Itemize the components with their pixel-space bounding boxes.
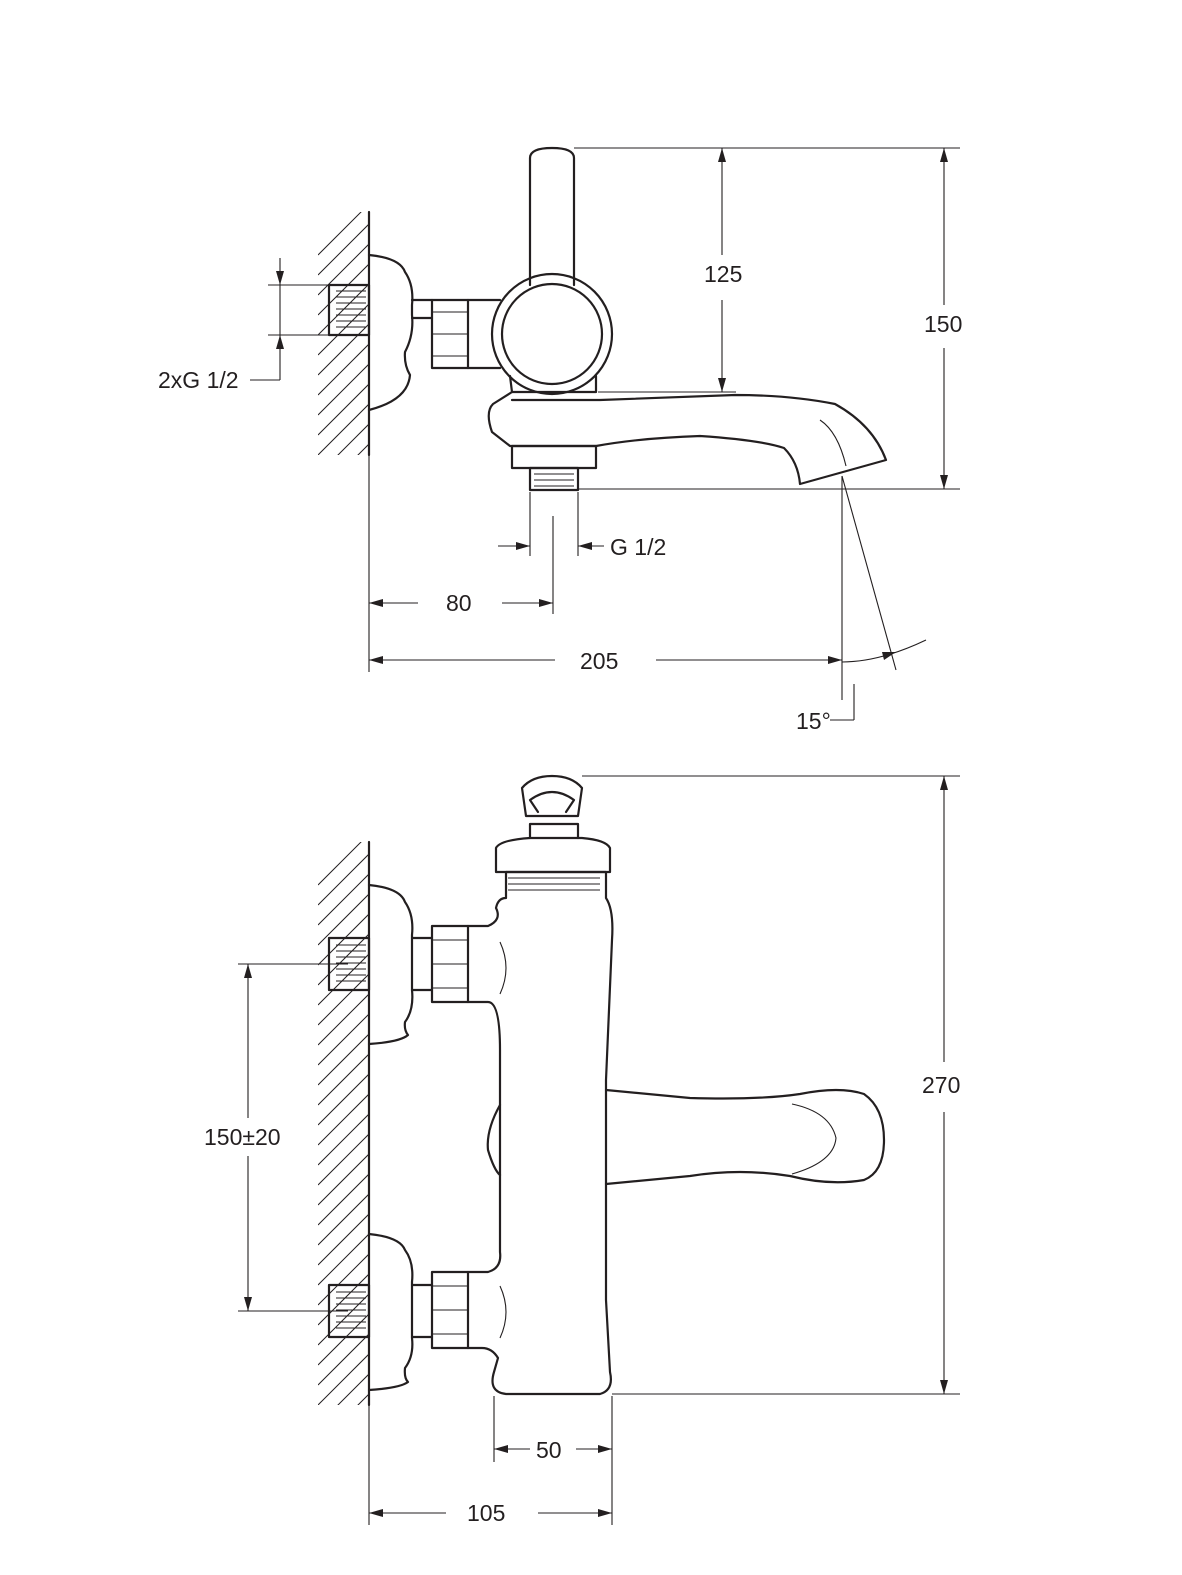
dim-spout-reach-label: 205 xyxy=(580,648,618,674)
dim-total-depth: 105 xyxy=(368,1405,612,1526)
spout xyxy=(604,1088,886,1186)
valve-cartridge xyxy=(490,272,614,396)
dim-inlet-spacing: 150±20 xyxy=(204,963,348,1312)
escutcheon xyxy=(367,253,414,412)
wall-section xyxy=(318,840,371,1407)
dim-total-height-front-label: 270 xyxy=(922,1072,960,1098)
mixer-body xyxy=(466,870,614,1396)
dim-handle-height: 125 xyxy=(574,147,960,393)
spout xyxy=(487,390,888,486)
dim-handle-height-label: 125 xyxy=(704,261,742,287)
lever-handle-top[interactable] xyxy=(520,774,584,818)
dim-spout-reach: 205 xyxy=(369,476,843,700)
dim-body-width-label: 50 xyxy=(536,1437,562,1463)
dim-outlet-offset-label: 80 xyxy=(446,590,472,616)
dim-outlet-thread-label: G 1/2 xyxy=(610,534,666,560)
dim-inlet-spacing-label: 150±20 xyxy=(204,1124,281,1150)
lower-inlet xyxy=(327,1232,470,1392)
dim-outlet-thread: G 1/2 xyxy=(498,492,666,560)
lever-handle[interactable] xyxy=(528,146,576,287)
dim-total-depth-label: 105 xyxy=(467,1500,505,1526)
dim-total-height-front: 270 xyxy=(582,775,960,1395)
outlet-thread xyxy=(510,444,598,492)
hex-nut xyxy=(430,298,502,370)
side-view: 2xG 1/2 125 150 xyxy=(158,146,962,734)
dim-outlet-offset: 80 xyxy=(368,455,554,672)
dim-spout-angle: 15° xyxy=(796,475,927,734)
dim-spout-angle-label: 15° xyxy=(796,708,831,734)
wall-section xyxy=(318,210,371,457)
upper-inlet xyxy=(327,883,470,1046)
dim-inlet-thread-label: 2xG 1/2 xyxy=(158,367,239,393)
dim-body-width: 50 xyxy=(493,1396,613,1525)
dim-total-height-label: 150 xyxy=(924,311,962,337)
dim-total-height: 150 xyxy=(578,148,962,490)
dim-inlet-thread: 2xG 1/2 xyxy=(158,258,329,393)
inlet-thread xyxy=(327,283,371,337)
cartridge-cap xyxy=(494,822,612,891)
front-view: 270 150±20 50 1 xyxy=(204,774,960,1526)
